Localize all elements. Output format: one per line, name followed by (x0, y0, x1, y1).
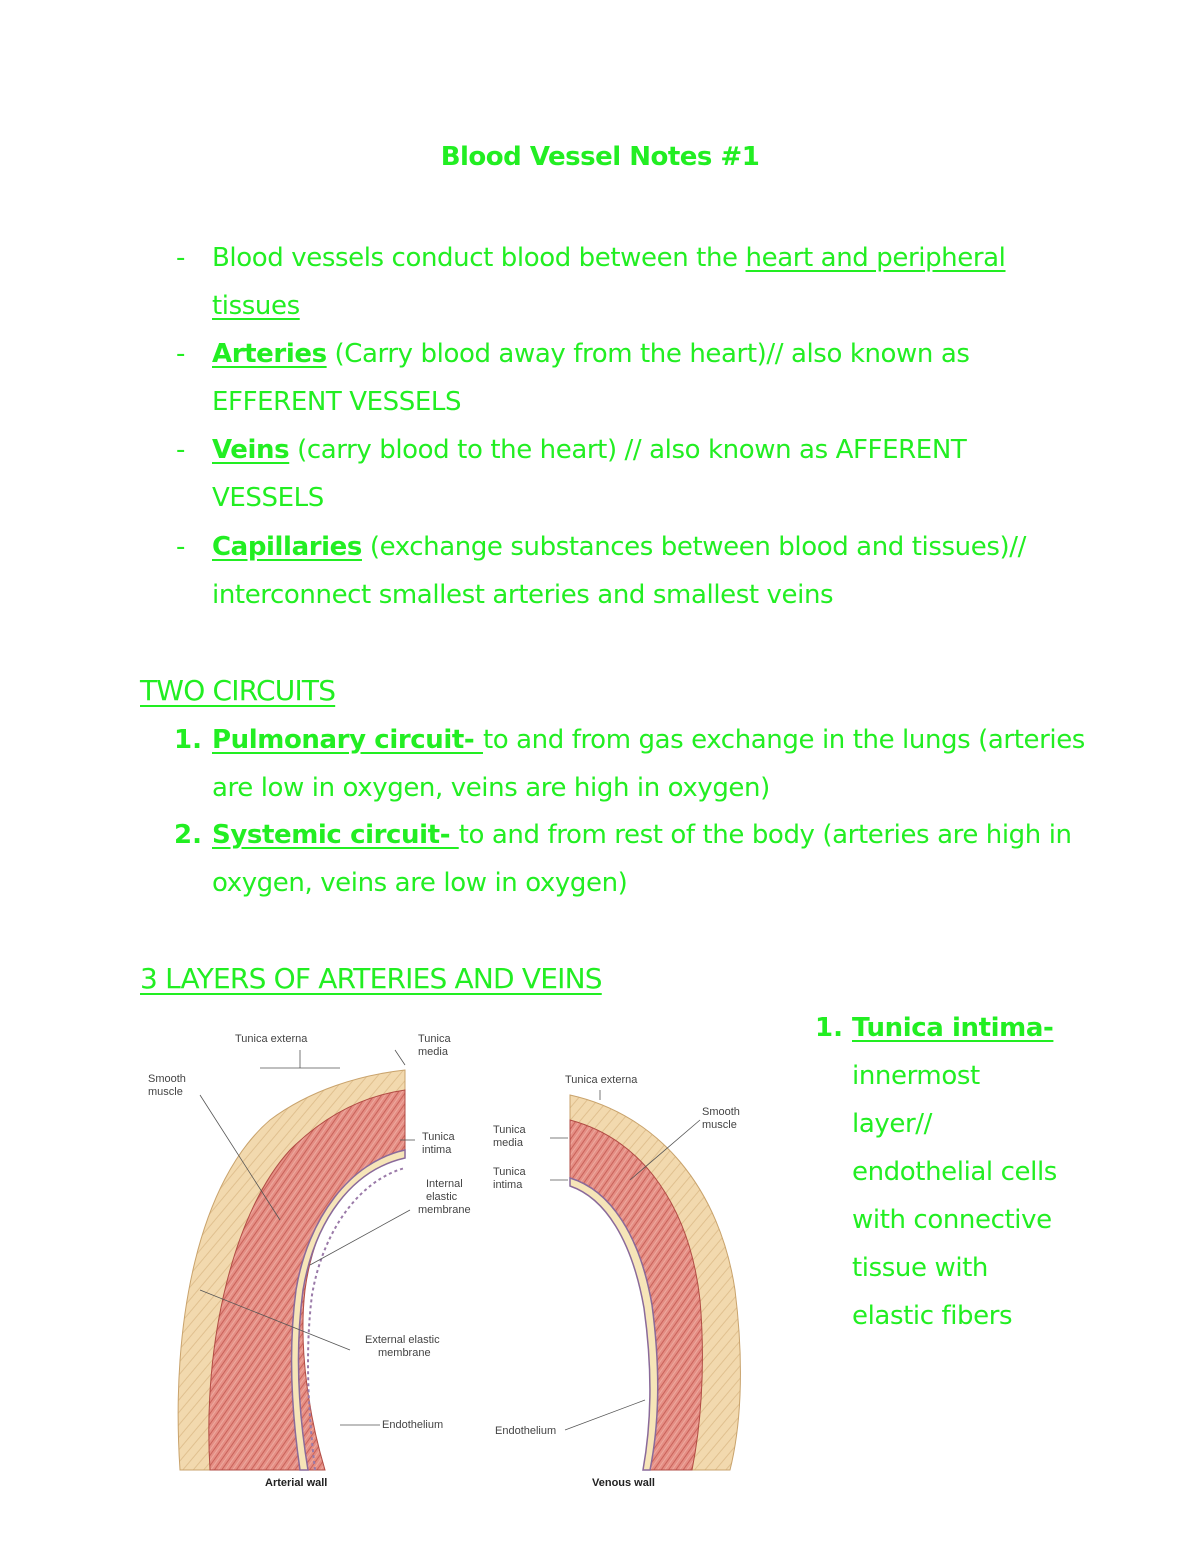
bullet-arteries-line1: Arteries (Carry blood away from the hear… (212, 339, 970, 369)
tunica-intima-desc-line: endothelial cells (852, 1157, 1057, 1187)
label-tunica-externa-arterial: Tunica externa (235, 1033, 308, 1045)
term-arteries: Arteries (212, 339, 327, 369)
section-heading-circuits: TWO CIRCUITS (140, 674, 336, 707)
circuit-systemic-line1: Systemic circuit- to and from rest of th… (212, 820, 1072, 850)
label-smooth-muscle-venous: Smooth (702, 1106, 740, 1118)
arterial-wall-illustration (177, 1069, 406, 1471)
bullet-capillaries-line2: interconnect smallest arteries and small… (212, 580, 834, 610)
bullet-dash: - (176, 243, 186, 273)
label-tunica-media-arterial: Tunica (418, 1033, 451, 1045)
circuit-systemic-text: to and from rest of the body (arteries a… (458, 820, 1072, 850)
leader-lines (199, 1049, 701, 1431)
page-title: Blood Vessel Notes #1 (440, 142, 760, 172)
circuit-pulmonary-text: to and from gas exchange in the lungs (a… (482, 725, 1085, 755)
section-heading-layers: 3 LAYERS OF ARTERIES AND VEINS (140, 962, 603, 995)
tunica-intima-desc-line: layer// (852, 1109, 932, 1139)
label-smooth-muscle-venous: muscle (702, 1119, 737, 1131)
tunica-intima-desc-line: elastic fibers (852, 1301, 1013, 1331)
bullet-arteries-text: (Carry blood away from the heart)// also… (326, 339, 970, 369)
term-pulmonary-circuit: Pulmonary circuit- (212, 725, 483, 755)
bullet-vessels-underlined: heart and peripheral (745, 243, 1006, 273)
label-tunica-media-venous: media (493, 1137, 524, 1149)
list-number: 2. (174, 820, 202, 850)
bullet-vessels-text: Blood vessels conduct blood between the (212, 243, 746, 273)
vessel-wall-diagram: Tunica externa Tunica media Smooth muscl… (148, 1033, 741, 1489)
bullet-veins-line2: VESSELS (212, 483, 324, 513)
bullet-vessels-line2: tissues (212, 291, 300, 321)
label-smooth-muscle-arterial: Smooth (148, 1073, 186, 1085)
label-internal-elastic-membrane: elastic (426, 1191, 458, 1203)
tunica-intima-desc-line: tissue with (852, 1253, 989, 1283)
bullet-vessels-line1: Blood vessels conduct blood between the … (212, 243, 1006, 273)
bullet-dash: - (176, 435, 186, 465)
list-number: 1. (815, 1013, 843, 1043)
bullet-veins-text: (carry blood to the heart) // also known… (289, 435, 967, 465)
term-capillaries: Capillaries (212, 532, 362, 562)
label-arterial-wall: Arterial wall (265, 1477, 327, 1489)
term-veins: Veins (212, 435, 290, 465)
circuit-pulmonary-line2: are low in oxygen, veins are high in oxy… (212, 773, 770, 803)
term-tunica-intima: Tunica intima- (852, 1013, 1054, 1043)
label-internal-elastic-membrane: Internal (426, 1178, 463, 1190)
label-external-elastic-membrane: External elastic (365, 1334, 440, 1346)
bullet-arteries-line2: EFFERENT VESSELS (212, 387, 462, 417)
bullet-dash: - (176, 532, 186, 562)
label-endothelium-venous: Endothelium (495, 1425, 556, 1437)
tunica-intima-desc-line: with connective (852, 1205, 1052, 1235)
circuit-systemic-line2: oxygen, veins are low in oxygen) (212, 868, 628, 898)
label-tunica-intima-venous: intima (493, 1179, 523, 1191)
list-number: 1. (174, 725, 202, 755)
label-tunica-intima-venous: Tunica (493, 1166, 526, 1178)
label-tunica-media-venous: Tunica (493, 1124, 526, 1136)
label-internal-elastic-membrane: membrane (418, 1204, 471, 1216)
tunica-intima-desc-line: innermost (852, 1061, 980, 1091)
label-external-elastic-membrane: membrane (378, 1347, 431, 1359)
label-tunica-externa-venous: Tunica externa (565, 1074, 638, 1086)
bullet-dash: - (176, 339, 186, 369)
label-smooth-muscle-arterial: muscle (148, 1086, 183, 1098)
label-endothelium-arterial: Endothelium (382, 1419, 443, 1431)
bullet-veins-line1: Veins (carry blood to the heart) // also… (212, 435, 967, 465)
label-tunica-media-arterial: media (418, 1046, 449, 1058)
label-venous-wall: Venous wall (592, 1477, 655, 1489)
circuit-pulmonary-line1: Pulmonary circuit- to and from gas excha… (212, 725, 1085, 755)
bullet-capillaries-text: (exchange substances between blood and t… (361, 532, 1027, 562)
term-systemic-circuit: Systemic circuit- (212, 820, 459, 850)
label-tunica-intima-arterial: Tunica (422, 1131, 455, 1143)
venous-wall-illustration (569, 1094, 741, 1471)
label-tunica-intima-arterial: intima (422, 1144, 452, 1156)
bullet-capillaries-line1: Capillaries (exchange substances between… (212, 532, 1026, 562)
